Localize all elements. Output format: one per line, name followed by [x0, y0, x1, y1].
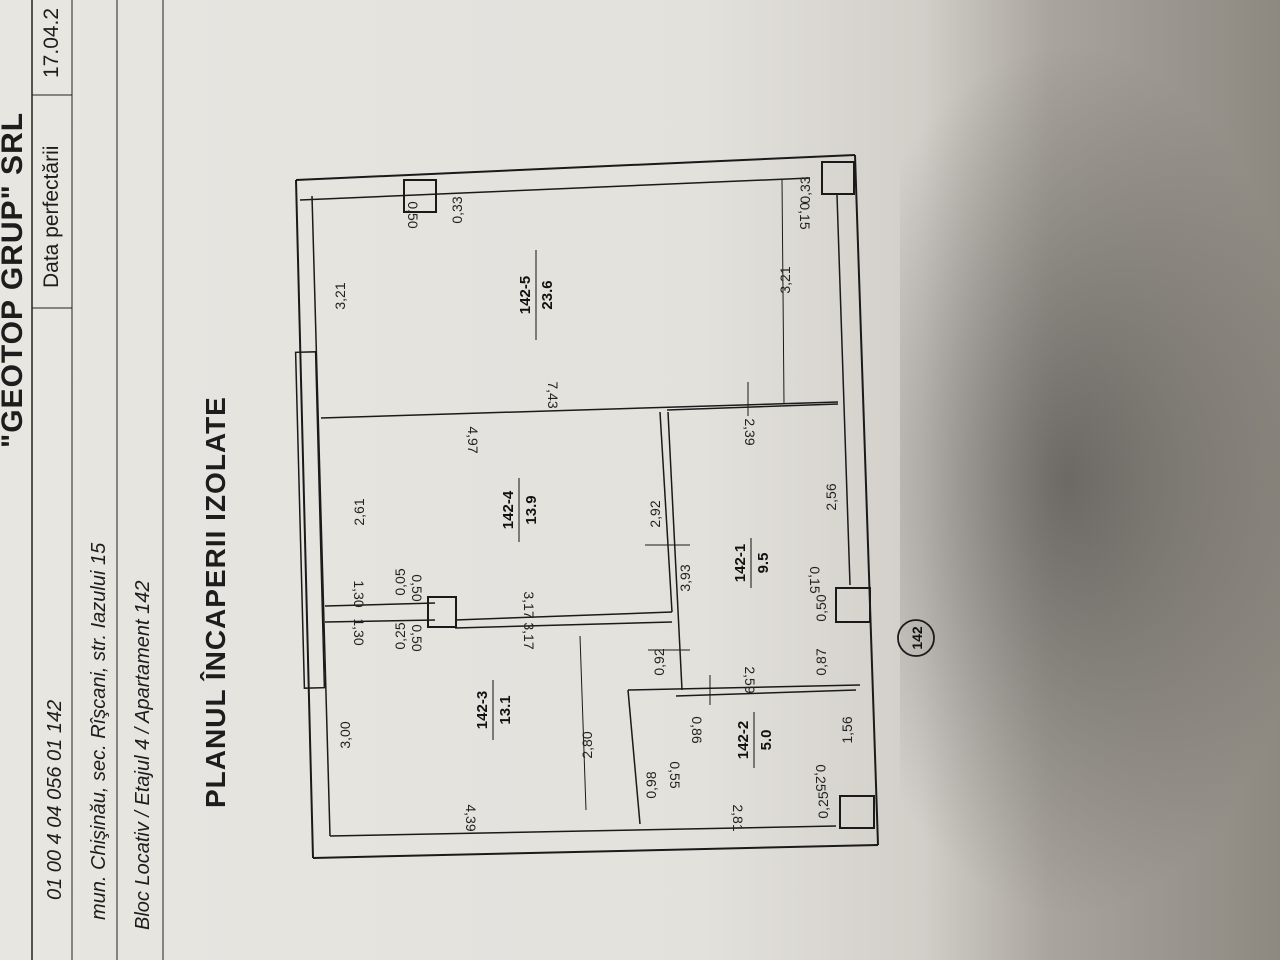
dim-0-50-upper: 0,50 — [409, 574, 425, 601]
dim-4-39: 4,39 — [463, 804, 479, 831]
dim-0-33-right: 0,33 — [797, 176, 813, 203]
room-id-142-5: 142-5 — [517, 276, 534, 314]
dim-1-56: 1,56 — [839, 716, 855, 743]
dim-0-25-mid: 0,25 — [392, 622, 408, 649]
dim-0-55: 0,55 — [667, 761, 683, 788]
dim-3-21-right: 3,21 — [777, 266, 793, 293]
dim-2-56: 2,56 — [823, 483, 839, 510]
room-area-142-4: 13.9 — [523, 495, 540, 524]
dim-0-15-mid: 0,15 — [807, 566, 823, 593]
room-id-142-2: 142-2 — [735, 721, 752, 759]
dim-3-00: 3,00 — [337, 721, 353, 748]
dim-2-80: 2,80 — [579, 731, 595, 758]
room-area-142-5: 23.6 — [539, 280, 556, 309]
photo-shadow — [900, 40, 1280, 920]
dim-0-05: 0,05 — [392, 568, 408, 595]
dim-0-25-corner: 0,25 — [815, 791, 831, 818]
dim-3-17-upper: 3,17 — [521, 591, 537, 618]
room-id-142-3: 142-3 — [474, 691, 491, 729]
apartment-marker-label: 142 — [909, 626, 925, 650]
dim-0-87: 0,87 — [813, 648, 829, 675]
dim-0-50-mid: 0,50 — [813, 594, 829, 621]
room-area-142-2: 5.0 — [758, 730, 775, 751]
dim-7-43: 7,43 — [545, 381, 561, 408]
dim-3-21-left: 3,21 — [332, 282, 348, 309]
dim-4-97: 4,97 — [465, 426, 481, 453]
room-id-142-4: 142-4 — [500, 490, 517, 529]
dim-3-93: 3,93 — [677, 564, 693, 591]
dim-2-39: 2,39 — [742, 418, 758, 445]
dim-0-98: 0,98 — [643, 771, 659, 798]
dim-2-92: 2,92 — [647, 500, 663, 527]
dim-1-30-lower: 1,30 — [351, 618, 367, 645]
dim-0-86: 0,86 — [689, 716, 705, 743]
dim-2-81: 2,81 — [730, 804, 746, 831]
dim-1-30-upper: 1,30 — [351, 580, 367, 607]
room-area-142-1: 9.5 — [755, 553, 772, 574]
room-area-142-3: 13.1 — [497, 695, 514, 724]
dim-0-15-right: 0,15 — [797, 202, 813, 229]
dim-0-25-lower: 0,25 — [813, 764, 829, 791]
dim-0-50-lower: 0,50 — [409, 624, 425, 651]
room-id-142-1: 142-1 — [732, 544, 749, 582]
dim-0-92: 0,92 — [651, 648, 667, 675]
dim-2-59: 2,59 — [742, 666, 758, 693]
dim-0-50-top: 0,50 — [405, 201, 421, 228]
dim-2-61: 2,61 — [351, 498, 367, 525]
dim-3-17-lower: 3,17 — [521, 622, 537, 649]
dim-0-33-top: 0,33 — [449, 196, 465, 223]
apartment-marker-circle — [897, 619, 935, 657]
